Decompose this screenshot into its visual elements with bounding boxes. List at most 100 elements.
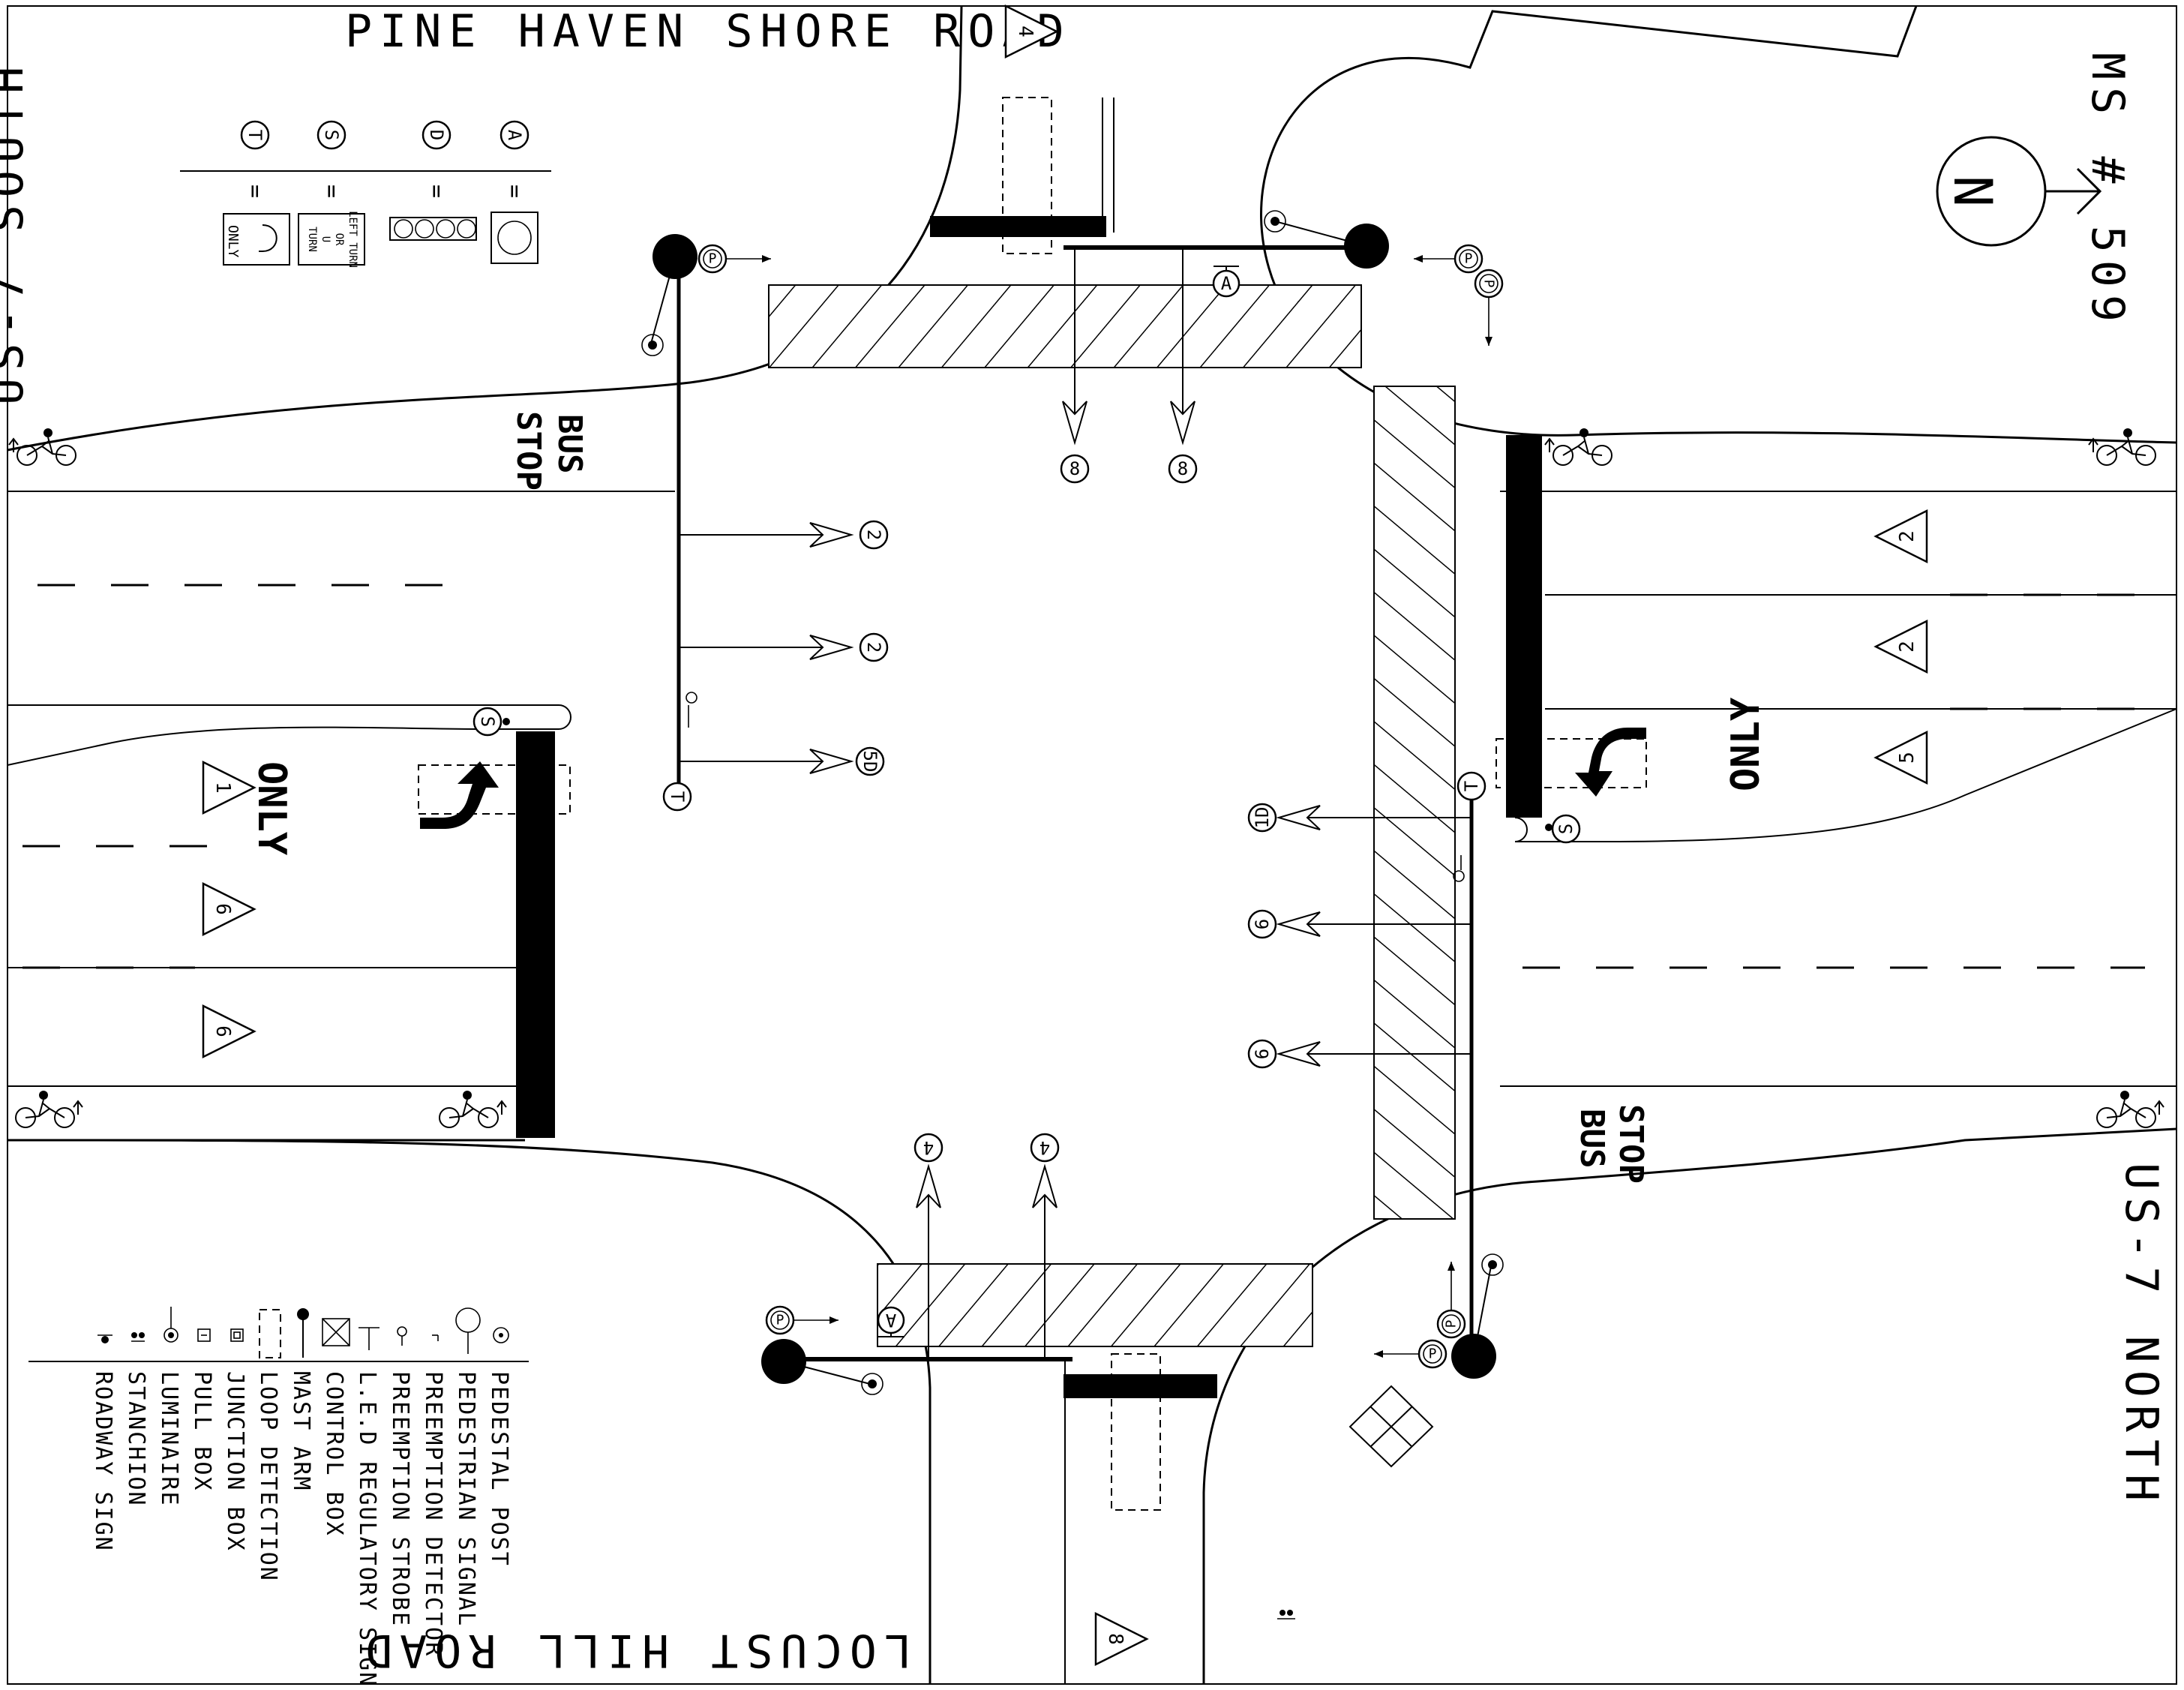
signal-head-label: 6 [1252, 919, 1273, 929]
crosswalk-east [1373, 386, 1456, 1220]
bicycle-icon [439, 1091, 507, 1128]
signal-head-label: 2 [863, 530, 884, 540]
phase-triangle-label: 5 [1896, 752, 1918, 764]
led-sign-marker [662, 782, 692, 812]
signal-head-icon [394, 219, 476, 239]
pavement-stop-nw: STOP [509, 411, 548, 491]
sign-legend-circle [500, 120, 530, 150]
stop-bar-south [1064, 1374, 1217, 1398]
sign-legend-equals: = [319, 185, 345, 198]
phase-triangle [1874, 730, 1928, 785]
left-turn-arrow-west [420, 761, 499, 829]
junction-box-icon [230, 1328, 244, 1342]
pull-box-icon [197, 1328, 211, 1342]
led-sign-marker [472, 707, 502, 737]
led-sign-label: S [477, 716, 498, 727]
legend-label: CONTROL BOX [321, 1371, 347, 1537]
signal-head-arrow [809, 635, 854, 660]
legend-label: PEDESTRIAN SIGNAL [453, 1371, 479, 1627]
pedestal-post-icon [493, 1327, 509, 1343]
phase-triangle-label: 6 [212, 903, 234, 915]
preemption-strobe-icon [397, 1326, 407, 1346]
legend-label: PREEMPTION STROBE [387, 1371, 413, 1627]
sign-s-text: TURN [306, 227, 318, 252]
signal-head-circle [1168, 454, 1198, 484]
preemption-detector-label: A [885, 1310, 896, 1331]
phase-triangle-label: 1 [212, 782, 234, 794]
legend-label: STANCHION [123, 1371, 149, 1507]
control-box-icon [322, 1318, 350, 1346]
preemption-detector: A [1212, 266, 1240, 298]
crosswalk-south [877, 1263, 1313, 1347]
signal-head-arrow [1032, 1163, 1058, 1208]
phase-triangle-label: 2 [1896, 530, 1918, 542]
signal-head-arrow [1276, 911, 1321, 937]
sign-s-text: LEFT TURN [346, 211, 358, 268]
road-name-west: US-7 SOUTH [0, 59, 34, 405]
stanchion-icon [131, 1332, 145, 1342]
led-sign-marker [1456, 771, 1486, 801]
signal-head-arrow [809, 749, 854, 774]
signal-head-circle [1247, 909, 1277, 939]
signal-head-circle [855, 746, 885, 776]
pedestrian-signal-label: P [1429, 1346, 1437, 1362]
left-turn-arrow-east [1575, 728, 1646, 797]
road-name-south: LOCUST HILL ROAD [358, 1624, 911, 1676]
pedestrian-signal-label: P [1444, 1319, 1460, 1328]
pedestrian-signal-label: P [709, 251, 717, 267]
pavement-bus-se: BUS [1573, 1109, 1611, 1168]
signal-head-circle [914, 1133, 944, 1163]
phase-triangle [1004, 4, 1059, 59]
sign-legend-letter: T [244, 130, 266, 140]
led-sign-icon [358, 1327, 380, 1350]
signal-head-label: 4 [1040, 1137, 1050, 1158]
signal-head-circle [1060, 454, 1090, 484]
bicycle-icon [8, 428, 76, 466]
mast-arm-icon [297, 1308, 309, 1358]
bicycle-icon [2088, 428, 2156, 466]
sign-t-text: ONLY [225, 225, 241, 258]
signal-head-label: 2 [863, 642, 884, 653]
stanchion [1277, 1610, 1295, 1619]
lane-dashes [22, 98, 2160, 969]
sign-s-text: OR [333, 233, 345, 246]
legend-label: L.E.D REGULATORY SIGN [354, 1371, 380, 1687]
led-sign-label: T [1461, 781, 1482, 791]
roadway-sign-icon [98, 1334, 112, 1343]
pedestrian-signal: P [1414, 244, 1484, 274]
loop-detection-icon [259, 1309, 281, 1358]
pedestrian-signal: P [765, 1305, 838, 1335]
signal-head-label: 6 [1252, 1049, 1273, 1059]
signal-head-circle [859, 632, 889, 662]
pavement-only-east: ONLY [1724, 697, 1768, 791]
signal-head-circle [859, 520, 889, 550]
signal-head-label: 4 [923, 1137, 934, 1158]
preemption-detector-label: A [1221, 273, 1232, 294]
signal-head-label: 1D [1252, 807, 1273, 829]
loop-detectors [418, 97, 1647, 1511]
sign-legend-equals: = [424, 185, 450, 198]
sign-legend-letter: A [504, 130, 525, 141]
legend-label: ROADWAY SIGN [90, 1371, 116, 1552]
signal-head-arrow [916, 1163, 941, 1208]
legend-label: PEDESTAL POST [486, 1371, 512, 1567]
sign-legend-equals: = [502, 185, 528, 198]
pedestrian-signal: P [1474, 269, 1504, 346]
phase-triangle-label: 2 [1896, 641, 1918, 653]
phase-triangle [1094, 1611, 1149, 1667]
signal-head-arrow [1276, 1041, 1321, 1067]
control-box [1348, 1385, 1434, 1468]
stop-bar-north [930, 216, 1106, 237]
bicycle-icon [1544, 428, 1612, 466]
sign-legend-equals: = [242, 185, 268, 198]
phase-triangle-label: 4 [1014, 26, 1036, 38]
stop-bar-east [1506, 435, 1542, 818]
signal-head-arrow [1276, 805, 1321, 830]
phase-triangle [202, 760, 256, 815]
signal-head-label: 8 [1178, 458, 1188, 479]
road-name-east: US-7 NORTH [2115, 1163, 2168, 1508]
sheet-border [7, 5, 2177, 1685]
pedestrian-signal-label: P [1465, 251, 1473, 267]
